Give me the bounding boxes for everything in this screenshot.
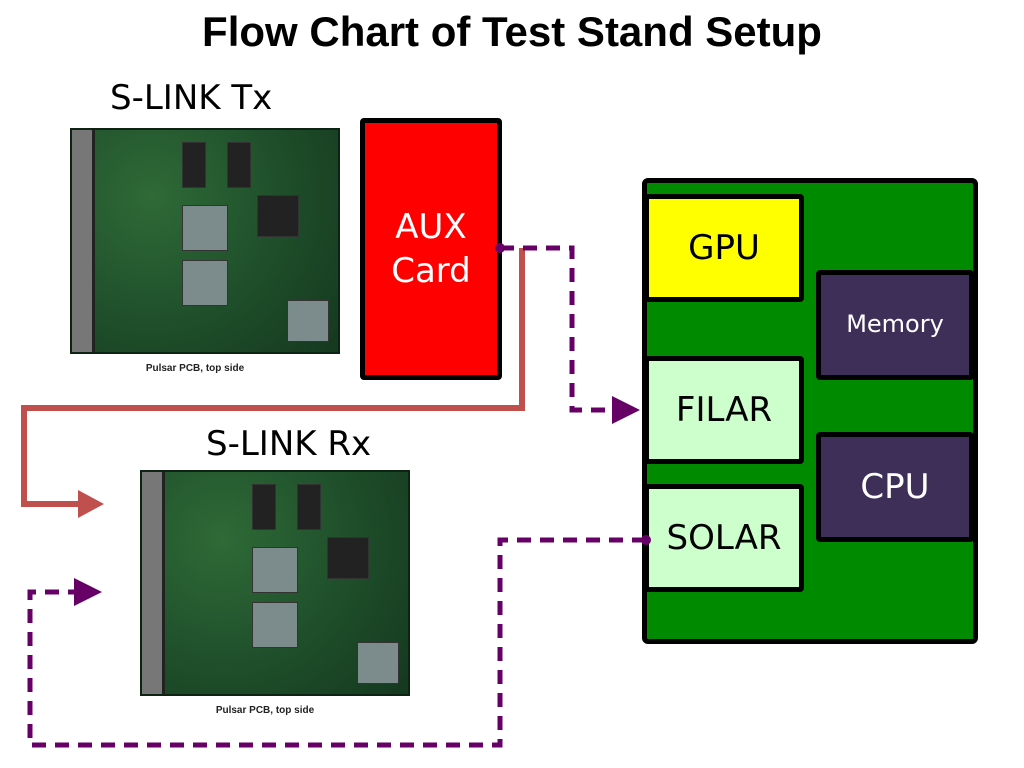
- solar-to-slink-rx-arrowhead: [74, 578, 102, 606]
- pcb-connector: [252, 484, 276, 530]
- pcb-fpga-chip: [182, 260, 228, 306]
- solar-box: SOLAR: [644, 484, 804, 592]
- pcb-connector: [227, 142, 251, 188]
- pcb-fpga-chip: [252, 547, 298, 593]
- aux-card-box: AUX Card: [360, 118, 502, 380]
- pcb-connector-rail: [142, 472, 165, 694]
- gpu-box: GPU: [644, 194, 804, 302]
- cpu-label: CPU: [860, 466, 930, 507]
- slink-rx-pcb-image: Pulsar PCB, top side: [110, 462, 420, 720]
- pcb-connector: [182, 142, 206, 188]
- slink-rx-label: S-LINK Rx: [206, 424, 372, 464]
- slink-tx-label: S-LINK Tx: [110, 78, 273, 118]
- aux-to-filar-arrowhead: [612, 396, 640, 424]
- aux-card-label: AUX Card: [391, 206, 471, 291]
- solar-to-slink-rx-arrow: [27, 537, 646, 748]
- aux-to-filar-arrow: [500, 245, 616, 413]
- solar-label: SOLAR: [666, 517, 782, 558]
- memory-box: Memory: [816, 270, 974, 380]
- pcb-board: [140, 470, 410, 696]
- pcb-connector-rail: [72, 130, 95, 352]
- gpu-label: GPU: [688, 227, 760, 268]
- slink-tx-pcb-image: Pulsar PCB, top side: [40, 120, 350, 378]
- pcb-fpga-chip: [287, 300, 329, 342]
- filar-label: FILAR: [675, 389, 773, 430]
- pcb-caption: Pulsar PCB, top side: [215, 705, 315, 716]
- pcb-fpga-chip: [182, 205, 228, 251]
- aux-to-slink-rx-arrowhead: [78, 490, 104, 518]
- filar-box: FILAR: [644, 356, 804, 464]
- pcb-caption: Pulsar PCB, top side: [145, 363, 245, 374]
- memory-label: Memory: [846, 310, 944, 339]
- pcb-fpga-chip: [252, 602, 298, 648]
- pcb-connector: [297, 484, 321, 530]
- pcb-fpga-chip: [357, 642, 399, 684]
- pcb-board: [70, 128, 340, 354]
- pcb-heatsink: [327, 537, 369, 579]
- cpu-box: CPU: [816, 432, 974, 542]
- page-title: Flow Chart of Test Stand Setup: [202, 8, 822, 55]
- aux-to-slink-rx-arrow: [21, 248, 525, 507]
- pcb-heatsink: [257, 195, 299, 237]
